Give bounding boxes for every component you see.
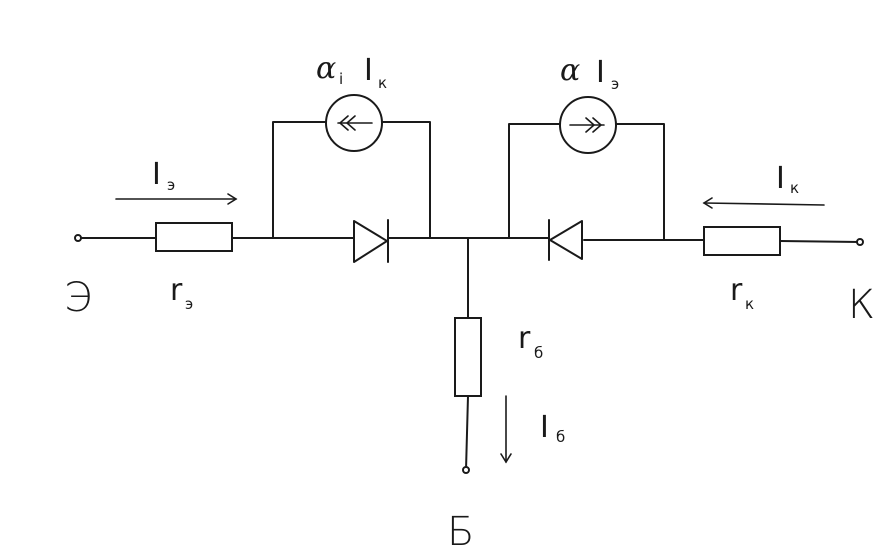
right-current-source (559, 96, 617, 154)
base-resistor-label: r б (518, 321, 543, 362)
right-source-label: α I э (560, 53, 619, 93)
wire-base-bottom (465, 395, 469, 471)
emitter-resistor-label: r э (170, 273, 193, 313)
svg-text:α: α (316, 51, 336, 86)
collector-terminal-label: К (848, 282, 875, 328)
svg-text:α: α (560, 53, 580, 88)
svg-text:э: э (185, 295, 193, 313)
svg-text:б: б (556, 428, 565, 446)
svg-text:э: э (167, 176, 175, 194)
emitter-current-label: I э (152, 157, 175, 194)
svg-text:э: э (611, 75, 619, 93)
emitter-resistor (155, 222, 233, 252)
base-resistor (454, 317, 482, 397)
svg-text:r: r (518, 321, 531, 356)
collector-terminal (856, 238, 864, 246)
emitter-terminal-label: Э (64, 275, 92, 321)
svg-text:I: I (776, 161, 785, 196)
collector-diode (548, 219, 583, 261)
svg-text:r: r (170, 273, 183, 308)
collector-current-label: I к (776, 161, 799, 197)
base-terminal-label: Б (447, 509, 474, 555)
emitter-terminal (74, 234, 82, 242)
svg-text:б: б (534, 344, 543, 362)
wire-left-source-loop (272, 121, 327, 239)
left-source-label: α i I к (316, 51, 387, 92)
base-current-arrow (500, 395, 512, 464)
wire-right-source-loop-right (615, 123, 665, 241)
svg-text:i: i (339, 70, 343, 88)
collector-current-arrow (702, 197, 825, 209)
emitter-current-arrow (115, 193, 238, 205)
collector-resistor-label: r к (730, 273, 754, 313)
svg-text:I: I (364, 53, 373, 88)
wire-right-source-loop (508, 123, 561, 239)
svg-text:I: I (540, 410, 549, 445)
svg-text:I: I (596, 55, 605, 90)
wire-collector-out (779, 240, 861, 243)
left-current-source (325, 94, 383, 152)
svg-text:r: r (730, 273, 743, 308)
base-current-label: I б (540, 410, 565, 446)
base-terminal (462, 466, 470, 474)
svg-text:к: к (790, 179, 799, 197)
wire-left-source-loop-right (381, 121, 431, 239)
svg-text:к: к (378, 74, 387, 92)
svg-text:к: к (745, 295, 754, 313)
emitter-diode (353, 219, 389, 263)
collector-resistor (703, 226, 781, 256)
svg-text:I: I (152, 157, 161, 192)
